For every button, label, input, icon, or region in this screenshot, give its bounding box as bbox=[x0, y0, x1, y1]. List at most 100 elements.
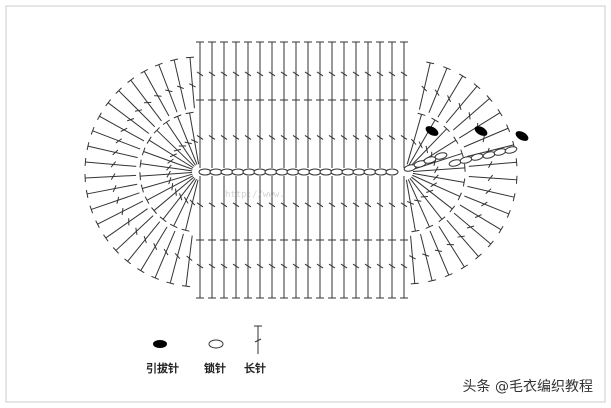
double-crochet-symbol bbox=[196, 240, 204, 299]
chain-stitch-symbol bbox=[385, 168, 399, 176]
double-crochet-symbol bbox=[185, 56, 196, 109]
chain-stitch-symbol bbox=[319, 168, 333, 176]
double-crochet-symbol bbox=[400, 41, 408, 100]
double-crochet-symbol bbox=[220, 41, 228, 100]
double-crochet-symbol bbox=[376, 41, 384, 100]
double-crochet-symbol bbox=[84, 157, 137, 168]
double-crochet-symbol bbox=[84, 173, 137, 183]
double-crochet-symbol bbox=[304, 41, 312, 100]
double-crochet-symbol bbox=[438, 226, 469, 270]
double-crochet-symbol bbox=[89, 192, 140, 214]
double-crochet-symbol bbox=[412, 174, 462, 201]
chain-stitch-symbol bbox=[341, 168, 355, 176]
double-crochet-symbol bbox=[340, 41, 348, 100]
double-crochet-symbol bbox=[105, 99, 150, 134]
double-crochet-symbol bbox=[459, 204, 504, 234]
double-crochet-symbol bbox=[418, 61, 435, 110]
double-crochet-symbol bbox=[328, 41, 336, 100]
chain-stitch-symbol bbox=[264, 168, 278, 176]
double-crochet-symbol bbox=[196, 41, 204, 100]
double-crochet-symbol bbox=[464, 195, 511, 218]
legend-symbols bbox=[153, 325, 262, 354]
chain-stitch-symbol bbox=[374, 168, 388, 176]
double-crochet-symbol bbox=[428, 66, 451, 113]
double-crochet-symbol bbox=[140, 69, 170, 117]
double-crochet-symbol bbox=[181, 179, 199, 232]
double-crochet-symbol bbox=[154, 62, 178, 113]
chain-stitch-symbol bbox=[504, 146, 518, 154]
double-crochet-symbol bbox=[185, 111, 200, 165]
double-crochet-symbol bbox=[453, 212, 494, 248]
double-crochet-symbol bbox=[304, 240, 312, 299]
double-crochet-symbol bbox=[97, 112, 145, 142]
foundation-chain bbox=[198, 146, 518, 176]
chain-stitch-symbol bbox=[198, 168, 212, 176]
watermark-url: http://www. bbox=[225, 190, 285, 200]
double-crochet-symbol bbox=[162, 119, 196, 166]
double-crochet-symbol bbox=[268, 41, 276, 100]
double-crochet-symbol bbox=[280, 240, 288, 299]
double-crochet-symbol bbox=[376, 240, 384, 299]
legend-slip-stitch-label: 引拔针 bbox=[146, 362, 179, 375]
stitch-symbols bbox=[84, 41, 518, 299]
double-crochet-symbol bbox=[446, 219, 482, 260]
chain-stitch-symbol bbox=[231, 168, 245, 176]
double-crochet-symbol bbox=[388, 240, 396, 299]
legend-chain-stitch-label: 锁针 bbox=[204, 362, 226, 375]
double-crochet-symbol bbox=[169, 178, 197, 229]
double-crochet-symbol bbox=[292, 41, 300, 100]
double-crochet-symbol bbox=[173, 114, 198, 165]
double-crochet-symbol bbox=[406, 112, 426, 165]
double-crochet-symbol bbox=[170, 58, 187, 110]
double-crochet-symbol bbox=[208, 240, 216, 299]
double-crochet-symbol bbox=[280, 41, 288, 100]
double-crochet-symbol bbox=[151, 230, 176, 280]
double-crochet-symbol bbox=[410, 176, 456, 213]
double-crochet-symbol bbox=[410, 125, 450, 167]
double-crochet-symbol bbox=[103, 208, 148, 242]
chart-border bbox=[5, 5, 606, 403]
slip-stitch-marks bbox=[425, 126, 529, 141]
double-crochet-symbol bbox=[292, 240, 300, 299]
double-crochet-symbol bbox=[468, 174, 518, 184]
double-crochet-symbol bbox=[140, 173, 193, 193]
double-crochet-symbol bbox=[137, 226, 168, 274]
legend: 引拔针 锁针 长针 bbox=[140, 322, 300, 382]
double-crochet-symbol bbox=[127, 77, 162, 122]
chain-stitch-symbol bbox=[363, 168, 377, 176]
chain-stitch-symbol bbox=[242, 168, 256, 176]
double-crochet-symbol bbox=[90, 126, 141, 150]
chain-stitch-symbol bbox=[297, 168, 311, 176]
double-crochet-symbol bbox=[388, 41, 396, 100]
double-crochet-symbol bbox=[445, 83, 481, 124]
chain-stitch-symbol bbox=[286, 168, 300, 176]
double-crochet-symbol bbox=[405, 179, 420, 233]
double-crochet-symbol bbox=[85, 183, 138, 198]
double-crochet-symbol bbox=[232, 41, 240, 100]
double-crochet-symbol bbox=[95, 200, 144, 228]
watermark-credit: 头条 @毛衣编织教程 bbox=[462, 379, 593, 395]
double-crochet-symbol bbox=[146, 136, 194, 169]
double-crochet-symbol bbox=[409, 235, 419, 285]
double-crochet-symbol bbox=[112, 215, 154, 254]
legend-chain-stitch-symbol bbox=[208, 339, 224, 349]
slip-stitch-symbol bbox=[515, 131, 529, 141]
legend-slip-stitch-symbol bbox=[153, 340, 167, 348]
double-crochet-symbol bbox=[419, 233, 437, 283]
double-crochet-symbol bbox=[364, 41, 372, 100]
double-crochet-symbol bbox=[316, 240, 324, 299]
double-crochet-symbol bbox=[452, 95, 493, 131]
double-crochet-symbol bbox=[115, 87, 156, 128]
double-crochet-symbol bbox=[412, 172, 466, 187]
legend-double-crochet-label: 长针 bbox=[244, 362, 266, 375]
chain-stitch-symbol bbox=[330, 168, 344, 176]
double-crochet-symbol bbox=[407, 179, 434, 229]
slip-stitch-symbol bbox=[474, 126, 488, 136]
double-crochet-symbol bbox=[463, 124, 511, 148]
double-crochet-symbol bbox=[208, 41, 216, 100]
double-crochet-symbol bbox=[268, 240, 276, 299]
double-crochet-symbol bbox=[437, 73, 467, 118]
double-crochet-symbol bbox=[316, 41, 324, 100]
chain-stitch-symbol bbox=[209, 168, 223, 176]
chain-stitch-symbol bbox=[434, 152, 448, 160]
